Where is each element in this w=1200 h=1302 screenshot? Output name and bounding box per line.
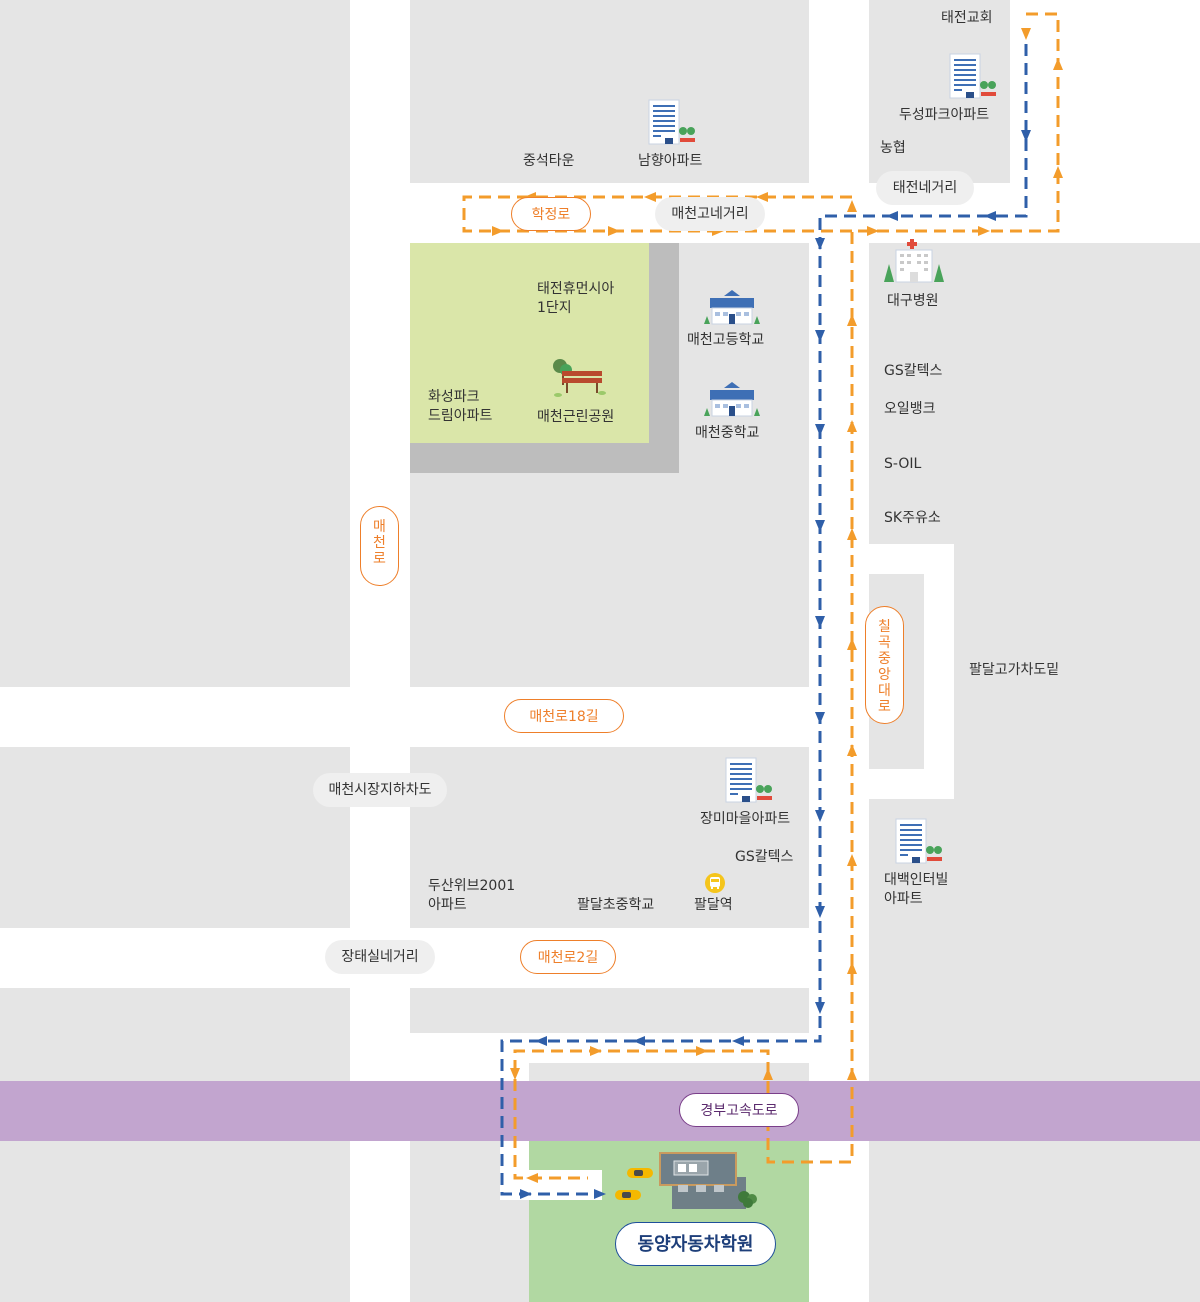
label-paldal-school: 팔달초중학교: [577, 897, 655, 913]
city-block: [410, 0, 809, 183]
road-maecheon-ro: 매 천 로: [360, 506, 399, 586]
label-daegu-hospital: 대구병원: [887, 293, 939, 309]
intersection-maecheon-go: 매천고네거리: [655, 197, 765, 231]
hospital-icon: [884, 239, 944, 283]
intersection-jangtaesil: 장태실네거리: [325, 940, 435, 974]
label-paldal-station: 팔달역: [694, 897, 733, 913]
city-block: [529, 1063, 809, 1081]
label-oil-bank: 오일뱅크: [884, 401, 936, 417]
subway-station-icon: [705, 873, 725, 893]
park-lawn: [410, 243, 649, 443]
entry-road: [500, 1141, 529, 1200]
apartment-building-icon: [725, 757, 772, 803]
label-doosan-we: 두산위브2001 아파트: [428, 878, 516, 913]
blue-arrows: [520, 130, 1031, 1199]
school-building-icon: [704, 290, 760, 325]
label-jangmi-apt: 장미마을아파트: [700, 811, 791, 827]
gyeongbu-expressway: [0, 1081, 1200, 1141]
label-s-oil: S-OIL: [884, 456, 922, 472]
road-chilgok-jungang: 칠 곡 중 앙 대 로: [865, 606, 904, 724]
destination-label[interactable]: 동양자동차학원: [615, 1222, 776, 1266]
school-building-icon: [704, 382, 760, 417]
label-sk-station: SK주유소: [884, 510, 941, 526]
label-gs-caltex: GS칼텍스: [884, 363, 943, 379]
city-block: [869, 243, 1200, 544]
city-block: [869, 1141, 1200, 1302]
intersection-taejeon: 태전네거리: [876, 171, 974, 205]
road-hakjeong-ro: 학정로: [511, 197, 591, 231]
label-gs-caltex-2: GS칼텍스: [735, 849, 794, 865]
road-gyeongbu-expressway: 경부고속도로: [679, 1093, 799, 1127]
label-doosung-park-apt: 두성파크아파트: [899, 107, 990, 123]
intersection-maecheon-market-underpass: 매천시장지하차도: [313, 773, 447, 807]
car-icon: [627, 1168, 653, 1178]
park-bench-icon: [553, 359, 606, 397]
city-block: [869, 0, 1010, 183]
label-taejeon-church: 태전교회: [941, 10, 993, 26]
city-block: [0, 747, 350, 928]
city-block: [0, 988, 350, 1081]
apartment-building-icon: [949, 53, 996, 99]
city-block: [0, 0, 350, 687]
city-block: [0, 1141, 350, 1302]
orange-route: [462, 12, 1060, 1180]
road-maecheon-ro-2: 매천로2길: [520, 940, 616, 974]
label-daebaek-apt: 대백인터빌 아파트: [884, 872, 949, 907]
label-nonghyup: 농협: [880, 140, 906, 156]
city-block: [954, 544, 1200, 1081]
label-hwasung-park-dream: 화성파크 드림아파트: [428, 389, 493, 424]
orange-arrows: [492, 28, 1063, 1183]
label-maecheon-park: 매천근린공원: [537, 409, 615, 425]
blue-route: [500, 44, 1028, 1196]
label-namhyang-apt: 남향아파트: [638, 153, 703, 169]
apartment-building-icon: [895, 818, 942, 864]
road-maecheon-ro-18: 매천로18길: [504, 699, 624, 733]
label-maecheon-high: 매천고등학교: [687, 332, 765, 348]
label-paldal-overpass: 팔달고가차도밑: [969, 662, 1060, 678]
city-block: [410, 988, 809, 1033]
apartment-building-icon: [648, 99, 695, 145]
car-icon: [615, 1190, 641, 1200]
driving-school-building-icon: [659, 1152, 757, 1209]
label-jungseok-town: 중석타운: [523, 153, 575, 169]
label-maecheon-middle: 매천중학교: [695, 425, 760, 441]
label-taejeon-humansia: 태전휴먼시아 1단지: [537, 281, 615, 316]
